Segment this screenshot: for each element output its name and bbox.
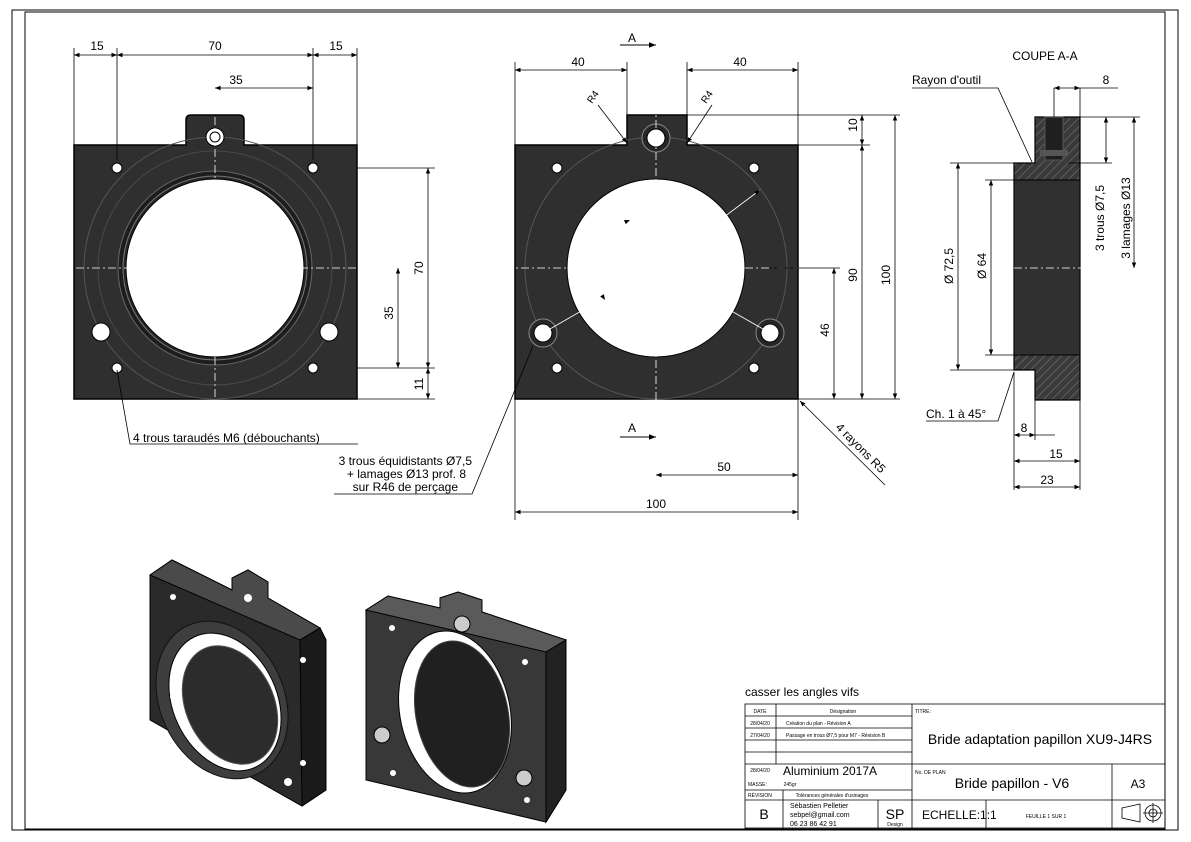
mass-value: 245gr <box>784 782 797 788</box>
holes-note-line-2: + lamages Ø13 prof. 8 <box>347 467 466 481</box>
front-view: 15 70 15 35 70 35 11 4 trous taraudés M6… <box>60 39 435 445</box>
dim-diameter-64: Ø 64 <box>975 253 989 279</box>
dim-50-horizontal: 50 <box>717 460 731 474</box>
title-label: TITRE: <box>915 709 931 715</box>
dim-100-vertical: 100 <box>879 265 893 285</box>
isometric-front <box>148 559 327 807</box>
col-designation-header: Désignation <box>830 709 857 715</box>
dim-diameter-72-5: Ø 72,5 <box>942 248 956 284</box>
dim-35-vertical: 35 <box>382 306 396 320</box>
dim-8-top: 8 <box>1103 73 1110 87</box>
dim-70-vertical: 70 <box>412 261 426 275</box>
sheet-number: FEUILLE 1 SUR 1 <box>1026 814 1067 820</box>
section-marker-bottom: A <box>628 421 636 435</box>
logo-letters: SP <box>886 806 905 822</box>
author-email: sebpel@gmail.com <box>790 812 850 819</box>
dim-90-vertical: 90 <box>846 268 860 282</box>
radius-r4-left: R4 <box>585 89 602 106</box>
dim-70-horizontal: 70 <box>208 39 222 53</box>
radius-r4-right: R4 <box>699 89 716 106</box>
col-date-header: DATE <box>754 709 768 715</box>
dim-40-right: 40 <box>733 55 747 69</box>
section-marker-top: A <box>628 31 636 45</box>
author-phone: 06 23 86 42 91 <box>790 821 837 828</box>
revision-letter: B <box>759 806 768 822</box>
logo-subtitle: Design <box>887 822 903 828</box>
dim-100-horizontal: 100 <box>646 497 666 511</box>
tolerances-label: Tolérances générales d'usinages <box>796 793 869 799</box>
holes-note-line-1: 3 trous équidistants Ø7,5 <box>339 454 473 468</box>
dim-35-horizontal: 35 <box>229 73 243 87</box>
corner-radii-note: 4 rayons R5 <box>833 420 889 476</box>
holes-note-line-3: sur R46 de perçage <box>353 480 459 494</box>
dim-10-vertical: 10 <box>846 118 860 132</box>
plan-number-label: No. DE PLAN <box>915 770 946 776</box>
isometric-back <box>364 591 568 824</box>
scale: ECHELLE:1:1 <box>922 808 997 822</box>
section-view: COUPE A-A Rayon d'outil 8 3 trous Ø7,5 3… <box>912 49 1140 490</box>
tapped-holes-note: 4 trous taraudés M6 (débouchants) <box>133 431 320 445</box>
dim-8-bottom: 8 <box>1021 421 1028 435</box>
tool-radius-label: Rayon d'outil <box>912 73 981 87</box>
holes-label: 3 trous Ø7,5 <box>1093 185 1107 251</box>
title-block <box>744 703 1166 829</box>
rev2-text: Passage en trous Ø7,5 pour M7 - Révision… <box>786 733 886 739</box>
dim-15-section: 15 <box>1049 447 1063 461</box>
mass-label: MASSE: <box>748 782 767 788</box>
dim-15-left: 15 <box>90 39 104 53</box>
section-title: COUPE A-A <box>1012 49 1077 63</box>
material-date: 28/04/20 <box>750 768 770 774</box>
dim-46-vertical: 46 <box>818 323 832 337</box>
drawing-title: Bride adaptation papillon XU9-J4RS <box>928 731 1152 747</box>
rev1-text: Création du plan - Révision A <box>786 721 851 727</box>
plan-name: Bride papillon - V6 <box>955 775 1070 791</box>
dim-15-right: 15 <box>329 39 343 53</box>
author-name: Sébastien Pelletier <box>790 803 849 810</box>
material: Aluminium 2017A <box>783 764 877 778</box>
counterbores-label: 3 lamages Ø13 <box>1119 177 1133 259</box>
dim-23-section: 23 <box>1040 473 1054 487</box>
chamfer-label: Ch. 1 à 45° <box>926 407 986 421</box>
back-view: A A 40 40 R4 R4 120° R46 10 90 100 46 50… <box>334 31 900 520</box>
dim-40-left: 40 <box>571 55 585 69</box>
break-edges-note: casser les angles vifs <box>745 685 859 699</box>
projection-symbol-icon <box>1121 803 1163 823</box>
sheet-format: A3 <box>1131 777 1146 791</box>
rev1-date: 28/04/20 <box>750 721 770 727</box>
rev2-date: 27/04/20 <box>750 733 770 739</box>
revision-label: RÉVISION <box>748 792 772 799</box>
dim-11-vertical: 11 <box>412 377 426 390</box>
